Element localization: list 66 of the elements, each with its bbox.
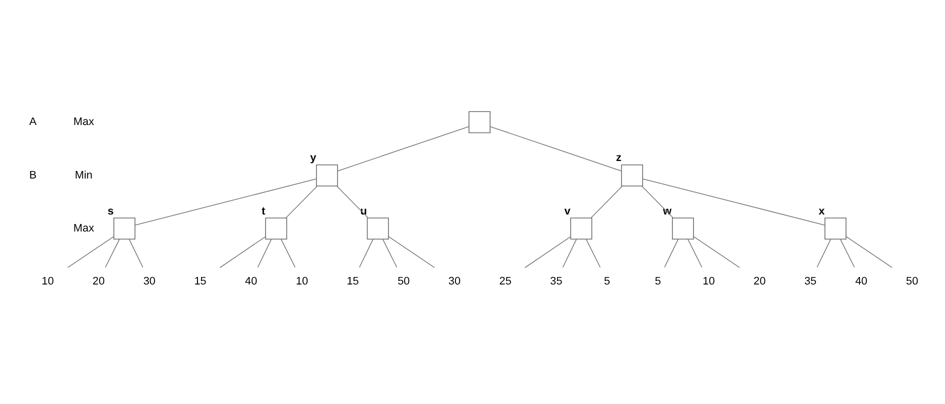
node-text: 40 — [245, 276, 258, 288]
node-text: 10 — [42, 276, 54, 288]
connector — [336, 186, 368, 218]
node-text: 15 — [346, 276, 359, 288]
connector — [490, 126, 622, 172]
node-box — [113, 218, 136, 240]
connector — [816, 238, 832, 268]
node-label: t — [262, 205, 266, 218]
connector — [337, 126, 470, 172]
node-text: 25 — [499, 276, 512, 288]
connector — [562, 238, 577, 268]
node-box — [672, 218, 694, 240]
label: Max — [73, 116, 94, 128]
node-box — [468, 111, 490, 134]
connector — [382, 238, 398, 268]
node-text: 40 — [855, 276, 868, 288]
node-label: x — [818, 205, 825, 218]
connector — [220, 236, 266, 268]
node-text: 10 — [296, 276, 308, 288]
node-text: 30 — [448, 276, 461, 288]
node-text: 10 — [702, 276, 715, 288]
node-text: 35 — [804, 276, 817, 288]
connector — [688, 238, 702, 268]
node-box — [265, 218, 288, 240]
node-text: 5 — [604, 276, 610, 288]
connector — [642, 186, 674, 218]
connector — [388, 236, 435, 268]
connector — [642, 178, 826, 226]
connector — [846, 236, 892, 268]
connector — [280, 238, 296, 268]
node-text: 5 — [654, 276, 661, 288]
node-box — [621, 164, 644, 186]
node-text: 15 — [194, 276, 206, 288]
connector — [524, 236, 571, 268]
node-text: 50 — [906, 276, 918, 288]
node-text: 30 — [143, 276, 156, 288]
node-label: s — [108, 205, 114, 218]
label: B — [29, 169, 37, 182]
connector — [664, 238, 678, 268]
connector — [586, 238, 601, 268]
connector — [590, 186, 623, 218]
node-text: 20 — [754, 276, 766, 288]
node-box — [824, 218, 846, 240]
node-label: u — [360, 205, 367, 218]
label: A — [29, 116, 37, 128]
node-label: w — [662, 205, 672, 218]
connector — [128, 238, 144, 268]
node-label: y — [310, 152, 316, 164]
label: Max — [73, 222, 94, 234]
connector — [134, 178, 317, 226]
connector — [286, 186, 318, 218]
node-text: 20 — [92, 276, 105, 288]
connector — [257, 238, 272, 268]
connector — [693, 236, 740, 268]
connector — [840, 238, 855, 268]
connector — [105, 238, 120, 268]
connector — [359, 238, 374, 268]
node-box — [366, 218, 389, 240]
connector — [67, 236, 114, 268]
node-box — [316, 164, 338, 186]
node-text: 50 — [398, 276, 410, 288]
node-label: z — [616, 152, 622, 164]
node-label: v — [564, 205, 571, 218]
label: Min — [74, 169, 93, 182]
node-box — [570, 218, 592, 240]
node-text: 35 — [550, 276, 562, 288]
